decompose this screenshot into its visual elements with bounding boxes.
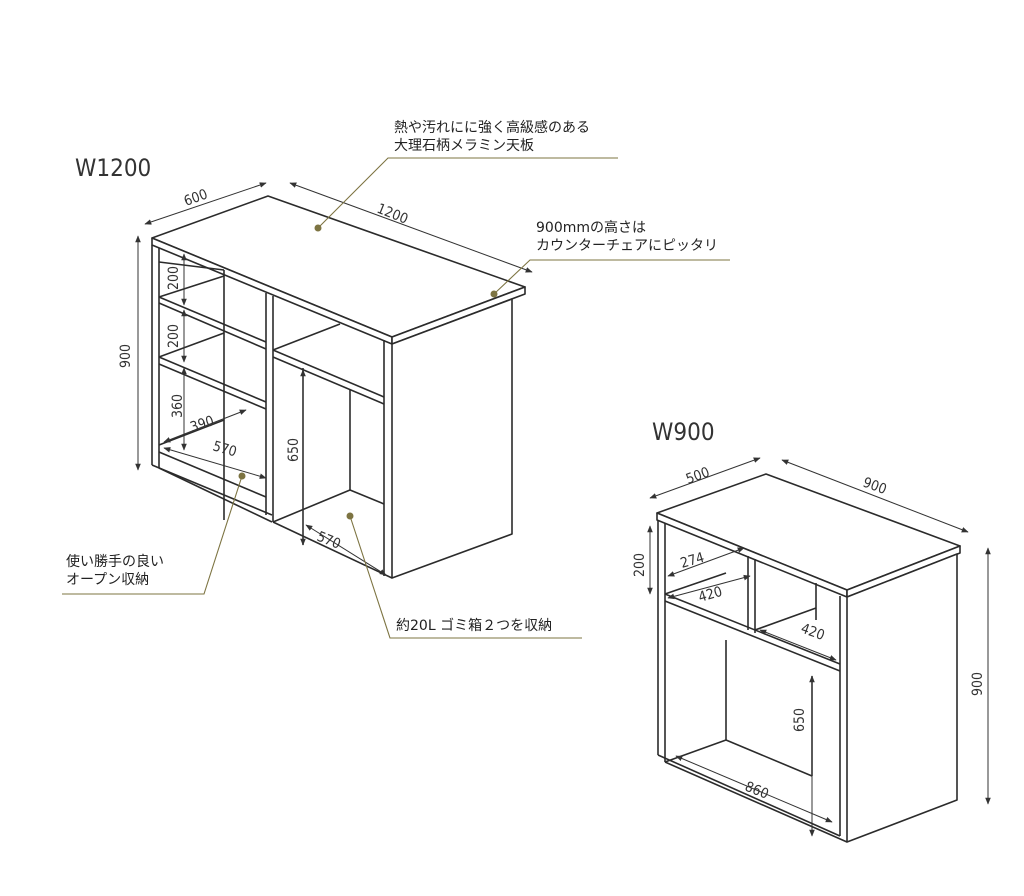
w1200-dimension-lines [135, 182, 533, 576]
w1200-width-label: 1200 [375, 201, 411, 228]
callout-height-note: 900mmの高さは カウンターチェアにピッタリ [490, 219, 730, 298]
w900-side-panel [846, 553, 958, 843]
w900-shelf-height-label: 200 [632, 553, 648, 577]
w900-top-side-edge [846, 545, 961, 598]
w1200-dimension-labels: 600 1200 900 200 200 360 390 570 650 570 [118, 186, 410, 552]
w1200-side-panel [391, 298, 513, 579]
w900-shelf-depth-left-label: 420 [697, 584, 725, 606]
w900-height-label: 900 [970, 672, 986, 696]
w1200-shelf-upper-label: 200 [166, 266, 182, 290]
w900-dimension-lines [647, 457, 991, 837]
w900-dimension-labels: 500 900 900 200 274 420 420 650 860 [632, 464, 986, 802]
w1200-open-shelf-width-label: 390 [188, 413, 216, 436]
callout-height-note-line2: カウンターチェアにピッタリ [536, 238, 718, 254]
w1200-shelf-lower-label: 360 [170, 394, 186, 418]
w1200-bin-height-label: 650 [286, 438, 302, 462]
w1200-top-side-edge [391, 286, 526, 345]
callout-bin-storage: 約20L ゴミ箱２つを収納 [346, 512, 582, 639]
w900-interior [664, 572, 841, 777]
w900-shelf-width-label: 274 [679, 550, 707, 572]
callout-open-storage: 使い勝手の良い オープン収納 [62, 472, 246, 595]
w1200-model-label: W1200 [75, 154, 151, 182]
callout-top-board-line1: 熱や汚れにに強く高級感のある [394, 119, 590, 136]
w900-lower-width-label: 860 [743, 779, 771, 803]
callout-height-note-line1: 900mmの高さは [536, 219, 646, 236]
w1200-shelf-middle-label: 200 [166, 324, 182, 348]
callout-open-storage-line2: オープン収納 [66, 572, 149, 588]
w900-width-label: 900 [861, 475, 889, 498]
w900-shelf-depth-right-label: 420 [799, 621, 827, 644]
w1200-open-shelf-depth-label: 570 [211, 438, 239, 460]
w900-model-label: W900 [652, 418, 715, 446]
callout-top-board: 熱や汚れにに強く高級感のある 大理石柄メラミン天板 [314, 119, 618, 232]
w1200-cabinet: 600 1200 900 200 200 360 390 570 650 570… [75, 154, 533, 579]
w900-depth-label: 500 [684, 464, 712, 487]
callout-bin-storage-line1: 約20L ゴミ箱２つを収納 [396, 617, 552, 634]
w1200-left-shelves [158, 261, 267, 520]
w1200-depth-label: 600 [182, 186, 210, 209]
w1200-right-section [272, 323, 385, 545]
w900-lower-height-label: 650 [792, 708, 808, 732]
callout-top-board-line2: 大理石柄メラミン天板 [394, 138, 534, 154]
w1200-height-label: 900 [118, 344, 134, 368]
w1200-bin-depth-label: 570 [315, 529, 343, 553]
callout-open-storage-line1: 使い勝手の良い [66, 553, 164, 570]
w900-cabinet: 500 900 900 200 274 420 420 650 860 W900 [632, 418, 991, 843]
